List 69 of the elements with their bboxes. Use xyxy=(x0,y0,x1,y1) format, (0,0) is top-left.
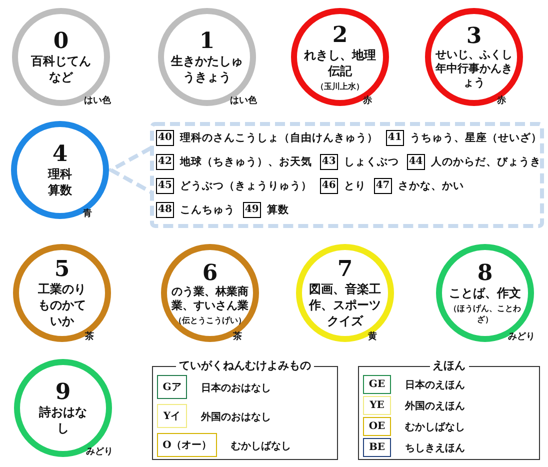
code-tag: Gア xyxy=(157,375,187,399)
topic-label: しょくぶつ xyxy=(344,155,399,169)
topic-label: こんちゅう xyxy=(180,203,235,217)
topic-label: 人のからだ、びょうき xyxy=(430,155,541,169)
legend-text: むかしばなし xyxy=(405,421,465,434)
code-tag: OE xyxy=(363,417,391,436)
category-label: せいじ、ふくし年中行事かんきょう xyxy=(434,48,514,90)
category-label: 工業のりものかていか xyxy=(37,281,87,329)
topic-label: 算数 xyxy=(266,203,289,217)
panel-title: ていがくねんむけよみもの xyxy=(176,358,314,374)
code-tag: O（オー） xyxy=(157,433,217,457)
topic-label: とり xyxy=(344,179,366,193)
color-name: 赤 xyxy=(363,94,372,107)
number-tag: 44 xyxy=(406,154,425,170)
class-number: 6 xyxy=(202,260,218,284)
class-number: 2 xyxy=(332,22,348,46)
legend-text: 外国のえほん xyxy=(405,400,465,413)
class-number: 1 xyxy=(199,29,215,53)
category-label: 理科算数 xyxy=(46,166,73,198)
category-label: れきし、地理伝記 xyxy=(303,46,377,78)
category-label: 生きかたしゅうきょう xyxy=(170,53,244,85)
category-note: （ほうげん、ことわざ） xyxy=(448,303,522,325)
code-tag: GE xyxy=(363,375,391,394)
color-name: 青 xyxy=(83,207,92,220)
category-note: （伝とうこうげい） xyxy=(174,314,246,326)
class-number: 5 xyxy=(54,257,70,281)
topic-label: 地球（ちきゅう）、お天気 xyxy=(180,155,312,169)
number-tag: 41 xyxy=(386,130,404,146)
topic-label: うちゅう、星座（せいざ） xyxy=(410,131,542,145)
color-name: はい色 xyxy=(230,94,257,107)
color-name: 黄 xyxy=(368,330,377,343)
panel-title: えほん xyxy=(430,358,468,374)
legend-text: 日本のえほん xyxy=(405,378,465,392)
number-tag: 43 xyxy=(320,154,338,170)
category-label: のう業、林業商業、すいさん業 xyxy=(170,284,250,312)
topic-label: さかな、かい xyxy=(398,179,464,193)
class-number: 0 xyxy=(53,29,69,53)
color-name: 茶 xyxy=(233,330,242,343)
topic-label: どうぶつ（きょうりゅう） xyxy=(180,179,312,193)
topic-label: 理科のさんこうしょ（自由けんきゅう） xyxy=(180,131,378,145)
legend-text: ちしきえほん xyxy=(405,442,465,455)
number-tag: 47 xyxy=(374,178,392,194)
number-tag: 48 xyxy=(156,202,174,218)
class-number: 9 xyxy=(55,380,71,404)
number-tag: 42 xyxy=(156,154,174,170)
color-name: はい色 xyxy=(84,94,111,107)
color-name: 赤 xyxy=(497,94,506,107)
legend-text: 外国のおはなし xyxy=(201,410,271,424)
category-label: 図画、音楽工作、スポーツクイズ xyxy=(308,281,382,329)
number-tag: 45 xyxy=(156,178,174,194)
category-label: ことば、作文 xyxy=(448,285,522,301)
code-tag: Yイ xyxy=(157,404,187,428)
category-note: （玉川上水） xyxy=(316,80,364,92)
class-number: 8 xyxy=(477,261,493,285)
color-name: 茶 xyxy=(85,330,94,343)
color-name: みどり xyxy=(86,446,113,458)
code-tag: BE xyxy=(363,438,391,457)
color-name: みどり xyxy=(508,331,535,343)
code-tag: YE xyxy=(363,396,391,415)
legend-text: むかしばなし xyxy=(231,440,291,452)
class-number: 4 xyxy=(52,142,68,166)
number-tag: 46 xyxy=(320,178,338,194)
number-tag: 49 xyxy=(242,202,261,218)
number-tag: 40 xyxy=(156,130,174,146)
category-label: 詩おはなし xyxy=(38,404,88,436)
category-label: 百科じてんなど xyxy=(30,53,92,85)
class-number: 3 xyxy=(466,24,482,48)
class-number: 7 xyxy=(337,257,353,281)
legend-text: 日本のおはなし xyxy=(201,382,271,394)
